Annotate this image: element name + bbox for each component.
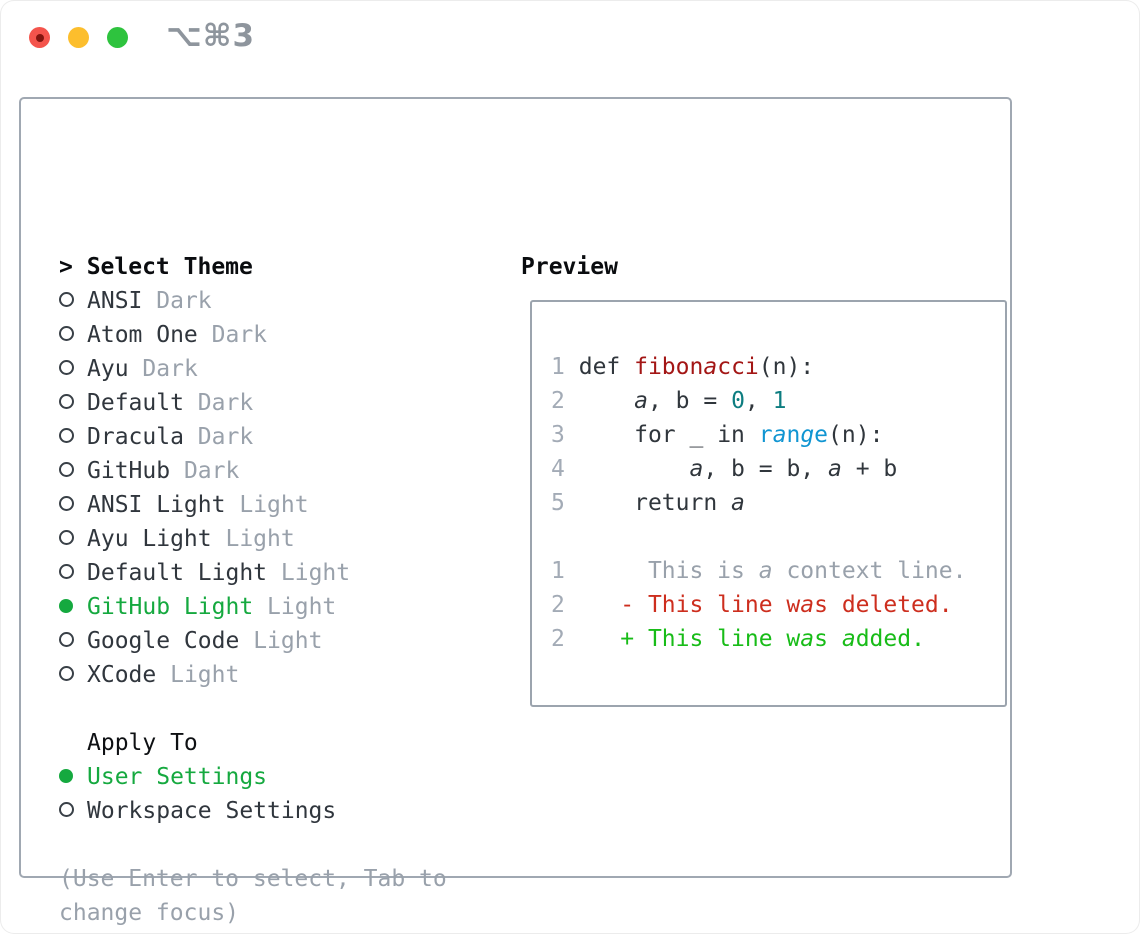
theme-tag: Dark	[183, 458, 240, 484]
theme-tag: Light	[267, 594, 337, 620]
theme-tag: Light	[253, 628, 323, 654]
theme-name: ANSI	[87, 288, 143, 314]
radio-icon	[59, 394, 74, 409]
radio-icon	[59, 360, 74, 375]
radio-icon	[59, 496, 74, 511]
code-line: 2 a, b = 0, 1	[551, 388, 787, 414]
theme-tag: Light	[225, 526, 295, 552]
line-number: 2	[551, 626, 565, 652]
theme-name: Default	[87, 390, 184, 416]
theme-name: Ayu	[87, 356, 129, 382]
line-number: 5	[551, 490, 565, 516]
radio-selected-icon	[59, 769, 73, 783]
radio-icon	[59, 292, 74, 307]
theme-name: ANSI Light	[87, 492, 226, 518]
theme-option-ayu[interactable]: Ayu Dark	[59, 352, 447, 386]
diff-line-add: 2 + This line was added.	[551, 626, 925, 652]
theme-tag: Light	[280, 560, 351, 586]
theme-option-github[interactable]: GitHub Dark	[59, 454, 447, 488]
code-line: 1 def fibonacci(n):	[551, 354, 815, 380]
minimize-button[interactable]	[68, 27, 89, 48]
theme-tag: Dark	[197, 424, 254, 450]
line-number: 1	[551, 558, 565, 584]
theme-option-dracula[interactable]: Dracula Dark	[59, 420, 447, 454]
close-button[interactable]	[29, 27, 50, 48]
radio-icon	[59, 632, 74, 647]
window-title-shortcut: ⌥⌘3	[166, 18, 256, 54]
select-theme-heading: > Select Theme	[59, 254, 253, 280]
theme-option-github-light[interactable]: GitHub Light Light	[59, 590, 447, 624]
radio-icon	[59, 802, 74, 817]
line-number: 4	[551, 456, 565, 482]
theme-option-google-code[interactable]: Google Code Light	[59, 624, 447, 658]
hint-text: change focus)	[59, 900, 240, 926]
diff-line-del: 2 - This line was deleted.	[551, 592, 953, 618]
theme-name: GitHub Light	[87, 594, 254, 620]
apply-option-label: User Settings	[87, 764, 268, 790]
radio-icon	[59, 564, 74, 579]
theme-tag: Dark	[142, 356, 198, 382]
radio-icon	[59, 428, 74, 443]
theme-name: Ayu Light	[87, 526, 212, 552]
apply-option-workspace-settings[interactable]: Workspace Settings	[59, 794, 447, 828]
code-line: 4 a, b = b, a + b	[551, 456, 898, 482]
theme-name: Default Light	[87, 560, 268, 586]
radio-icon	[59, 666, 74, 681]
hint-text: (Use Enter to select, Tab to	[59, 866, 447, 892]
line-number: 2	[551, 388, 565, 414]
theme-name: GitHub	[87, 458, 171, 484]
titlebar: ⌥⌘3	[0, 0, 1140, 74]
line-number: 2	[551, 592, 565, 618]
radio-icon	[59, 530, 74, 545]
zoom-button[interactable]	[107, 27, 128, 48]
theme-option-atom-one[interactable]: Atom One Dark	[59, 318, 447, 352]
theme-tag: Dark	[156, 288, 212, 314]
preview-code: 1 def fibonacci(n): 2 a, b = 0, 1 3 for _ …	[551, 350, 966, 656]
theme-name: Atom One	[87, 322, 198, 348]
theme-option-ansi[interactable]: ANSI Dark	[59, 284, 447, 318]
apply-to-heading: Apply To	[87, 730, 198, 756]
theme-tag: Light	[239, 492, 309, 518]
radio-icon	[59, 462, 74, 477]
line-number: 1	[551, 354, 565, 380]
theme-tag: Light	[170, 662, 240, 688]
theme-tag: Dark	[197, 390, 254, 416]
theme-option-xcode[interactable]: XCode Light	[59, 658, 447, 692]
preview-box: 1 def fibonacci(n): 2 a, b = 0, 1 3 for _ …	[530, 300, 1007, 707]
theme-option-ansi-light[interactable]: ANSI Light Light	[59, 488, 447, 522]
theme-name: Dracula	[87, 424, 184, 450]
apply-option-label: Workspace Settings	[87, 798, 337, 824]
theme-tag: Dark	[211, 322, 268, 348]
radio-selected-icon	[59, 599, 73, 613]
theme-name: Google Code	[87, 628, 240, 654]
theme-option-ayu-light[interactable]: Ayu Light Light	[59, 522, 447, 556]
radio-icon	[59, 326, 74, 341]
code-line: 3 for _ in range(n):	[551, 422, 884, 448]
close-dot-icon	[35, 33, 44, 42]
preview-heading: Preview	[521, 254, 618, 280]
apply-option-user-settings[interactable]: User Settings	[59, 760, 447, 794]
diff-line-ctx: 1 This is a context line.	[551, 558, 967, 584]
theme-option-default[interactable]: Default Dark	[59, 386, 447, 420]
theme-name: XCode	[87, 662, 157, 688]
theme-option-default-light[interactable]: Default Light Light	[59, 556, 447, 590]
line-number: 3	[551, 422, 565, 448]
code-line: 5 return a	[551, 490, 745, 516]
